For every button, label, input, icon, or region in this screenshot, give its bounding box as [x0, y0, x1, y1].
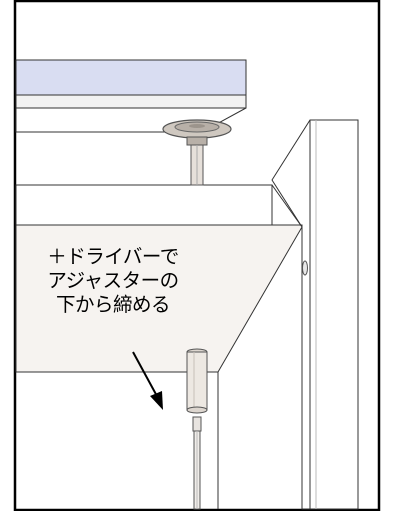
instruction-line-2: アジャスターの — [47, 269, 179, 292]
side-panel — [271, 119, 359, 510]
instruction-line-1: ＋ドライバーで — [47, 245, 179, 268]
adjuster-foot-icon — [162, 119, 232, 186]
screwdriver-icon — [192, 416, 202, 510]
instruction-line-3: 下から締める — [55, 293, 171, 316]
side-panel-hole — [302, 260, 308, 276]
adjuster-bolt — [186, 348, 208, 414]
arrow-down-right-icon — [132, 351, 163, 410]
instruction-label: ＋ドライバーで アジャスターの 下から締める — [18, 245, 208, 317]
main-shelf — [15, 184, 303, 509]
